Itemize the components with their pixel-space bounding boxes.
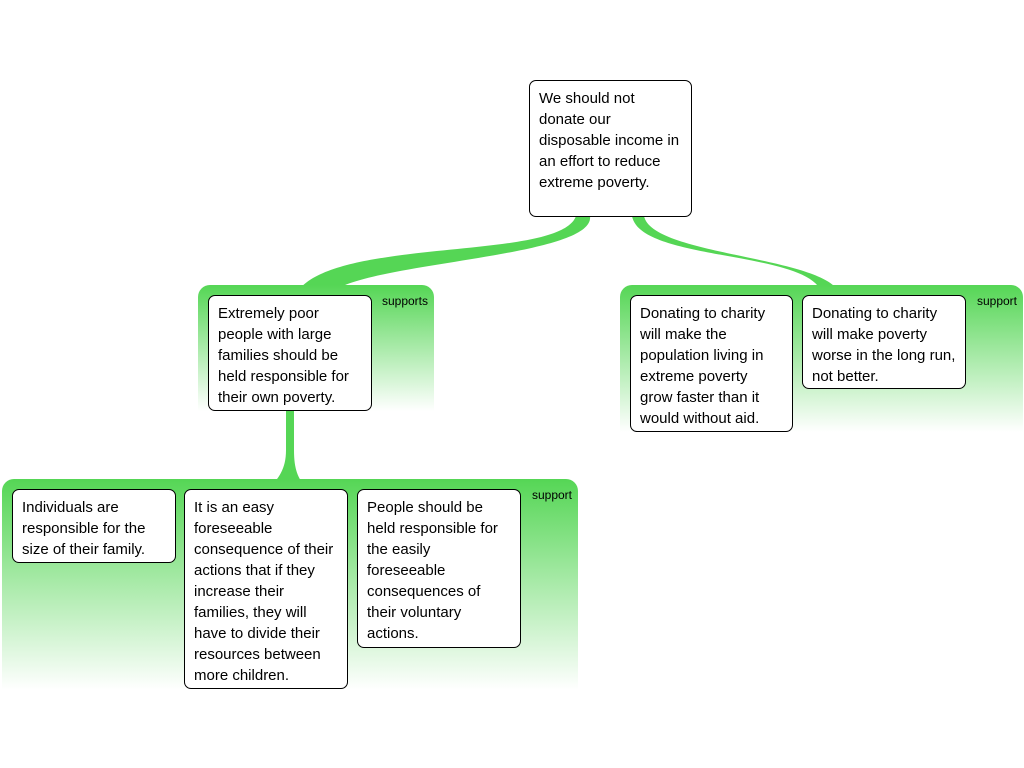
premise-box[interactable]: It is an easy foreseeable consequence of… — [184, 489, 348, 689]
premise-box[interactable]: Extremely poor people with large familie… — [208, 295, 372, 411]
connector-root-to-right-group — [632, 216, 840, 294]
group-label: support — [976, 294, 1017, 308]
group-label: supports — [381, 294, 428, 308]
connector-root-to-left-group — [296, 216, 591, 294]
group-label: support — [531, 488, 572, 502]
premise-box[interactable]: People should be held responsible for th… — [357, 489, 521, 648]
root-claim-box[interactable]: We should not donate our disposable inco… — [529, 80, 692, 217]
premise-box[interactable]: Individuals are responsible for the size… — [12, 489, 176, 563]
connector-left-premise-to-bottom-group — [270, 410, 306, 488]
premise-box[interactable]: Donating to charity will make the popula… — [630, 295, 793, 432]
premise-box[interactable]: Donating to charity will make poverty wo… — [802, 295, 966, 389]
